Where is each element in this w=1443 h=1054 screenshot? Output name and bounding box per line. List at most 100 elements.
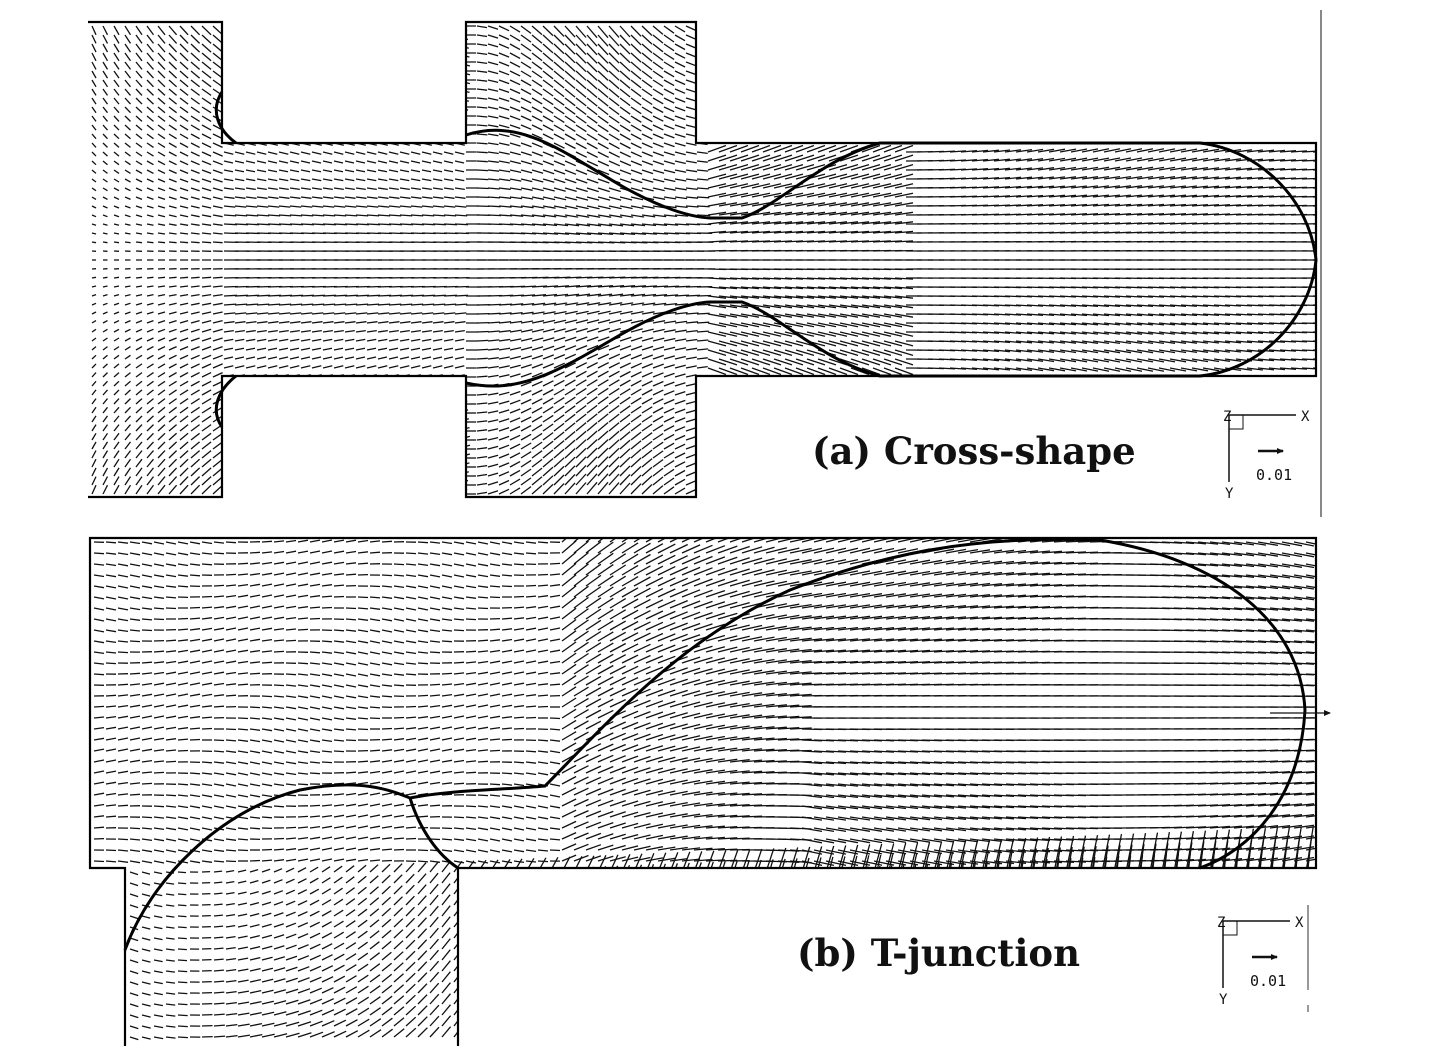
velocity-vector <box>894 358 914 366</box>
velocity-vector <box>388 391 401 396</box>
velocity-vector <box>135 328 143 333</box>
velocity-vector <box>509 151 521 156</box>
velocity-vector <box>872 173 892 180</box>
velocity-vector <box>531 133 543 140</box>
velocity-vector <box>146 151 154 157</box>
velocity-vector <box>1026 56 1044 63</box>
velocity-vector <box>641 106 653 114</box>
velocity-vector <box>311 294 326 297</box>
velocity-vector <box>861 286 881 290</box>
velocity-vector <box>487 365 499 369</box>
velocity-vector <box>91 97 97 105</box>
velocity-vector <box>707 116 727 126</box>
velocity-vector <box>850 78 870 90</box>
velocity-vector <box>1125 27 1143 36</box>
velocity-vector <box>377 214 391 217</box>
velocity-vector <box>102 115 108 122</box>
velocity-vector <box>366 479 381 486</box>
velocity-vector <box>762 412 782 423</box>
velocity-vector <box>322 196 334 199</box>
velocity-vector <box>300 223 315 226</box>
velocity-vector <box>740 106 760 117</box>
velocity-vector <box>685 418 697 423</box>
velocity-vector <box>564 70 576 81</box>
velocity-vector <box>476 447 488 450</box>
velocity-vector <box>982 58 1000 63</box>
velocity-vector <box>432 214 446 217</box>
velocity-vector <box>179 424 189 432</box>
velocity-vector <box>399 169 410 173</box>
velocity-vector <box>124 293 131 297</box>
velocity-vector <box>179 450 189 459</box>
velocity-vector <box>938 493 956 497</box>
velocity-vector <box>201 70 212 79</box>
velocity-vector <box>652 52 664 62</box>
velocity-vector <box>784 68 804 81</box>
velocity-vector <box>718 304 738 309</box>
velocity-vector <box>586 70 598 81</box>
velocity-vector <box>245 391 258 396</box>
velocity-vector <box>663 442 675 450</box>
velocity-vector <box>850 125 870 135</box>
velocity-vector <box>377 52 393 58</box>
velocity-vector <box>1004 331 1022 335</box>
velocity-vector <box>685 133 697 138</box>
velocity-vector <box>377 479 392 486</box>
velocity-vector <box>300 400 314 405</box>
velocity-vector <box>1114 36 1132 45</box>
velocity-vector <box>993 167 1011 171</box>
velocity-vector <box>817 221 837 225</box>
velocity-vector <box>707 412 727 423</box>
velocity-vector <box>828 394 848 404</box>
velocity-vector <box>1059 194 1077 198</box>
velocity-vector <box>1015 158 1033 162</box>
velocity-vector <box>1103 394 1121 400</box>
velocity-vector <box>256 400 270 405</box>
velocity-vector <box>927 403 945 406</box>
velocity-vector <box>641 79 653 88</box>
velocity-vector <box>476 169 489 172</box>
velocity-vector <box>410 169 421 173</box>
velocity-vector <box>168 484 178 495</box>
velocity-vector <box>1026 29 1044 36</box>
velocity-vector <box>575 34 587 47</box>
velocity-vector <box>575 447 587 459</box>
velocity-vector <box>751 475 771 490</box>
velocity-vector <box>630 223 646 227</box>
velocity-vector <box>674 25 686 33</box>
velocity-vector <box>245 88 261 94</box>
velocity-vector <box>553 397 565 405</box>
velocity-vector <box>883 394 903 404</box>
velocity-vector <box>520 363 532 369</box>
velocity-vector <box>564 133 576 141</box>
velocity-vector <box>597 205 611 210</box>
velocity-vector <box>630 124 642 132</box>
velocity-vector <box>223 178 234 182</box>
velocity-vector <box>531 142 543 148</box>
velocity-vector <box>190 43 201 53</box>
velocity-vector <box>432 321 444 324</box>
velocity-vector <box>597 196 611 201</box>
velocity-vector <box>740 230 760 234</box>
velocity-vector <box>740 331 760 337</box>
velocity-vector <box>630 214 645 218</box>
velocity-vector <box>685 338 698 342</box>
velocity-vector <box>333 479 348 486</box>
velocity-vector <box>575 115 587 124</box>
velocity-vector <box>630 466 642 477</box>
velocity-vector <box>619 133 631 141</box>
velocity-vector <box>278 479 293 486</box>
velocity-vector <box>619 124 631 132</box>
velocity-vector <box>333 312 346 315</box>
velocity-vector <box>1059 22 1077 27</box>
velocity-vector <box>685 347 698 351</box>
velocity-vector <box>377 312 390 315</box>
velocity-vector <box>630 319 644 324</box>
velocity-vector <box>146 43 155 53</box>
velocity-vector <box>663 196 677 200</box>
velocity-vector <box>718 358 738 366</box>
velocity-vector <box>982 412 1000 417</box>
velocity-vector <box>509 452 521 459</box>
velocity-vector <box>179 363 189 369</box>
velocity-vector <box>476 79 488 82</box>
